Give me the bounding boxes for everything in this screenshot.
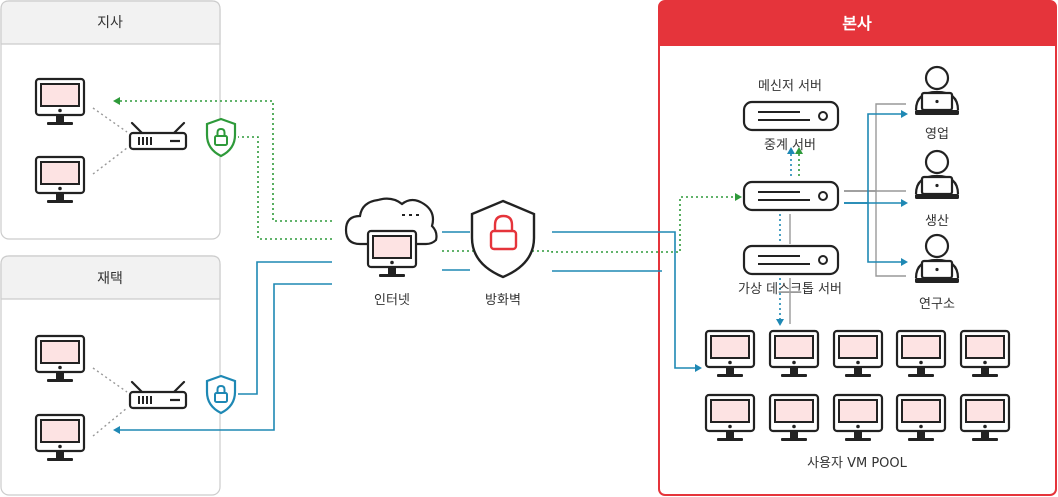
monitor-icon (366, 229, 418, 279)
relay-server-label: 중계 서버 (764, 138, 816, 153)
branch-panel-title: 지사 (97, 15, 123, 31)
server-icon (742, 244, 840, 276)
sales-label: 영업 (925, 127, 949, 142)
vdi-server-label: 가상 데스크톱 서버 (738, 282, 842, 297)
shield-lock-icon (205, 374, 237, 415)
hq-panel-title: 본사 (842, 14, 872, 33)
firewall-shield-icon (470, 199, 536, 279)
vm-pool-label: 사용자 VM POOL (807, 456, 908, 471)
shield-lock-icon (205, 117, 237, 158)
production-label: 생산 (925, 214, 949, 229)
home-panel: 재택 (0, 255, 221, 496)
server-icon (742, 180, 840, 212)
branch-vpn-path (118, 100, 738, 253)
firewall-label: 방화벽 (485, 293, 521, 308)
server-icon (742, 100, 840, 132)
internet-label: 인터넷 (374, 293, 410, 308)
home-panel-title: 재택 (97, 271, 123, 287)
messenger-server-label: 메신저 서버 (758, 79, 822, 94)
research-label: 연구소 (919, 297, 955, 312)
home-vpn-path (118, 231, 698, 431)
